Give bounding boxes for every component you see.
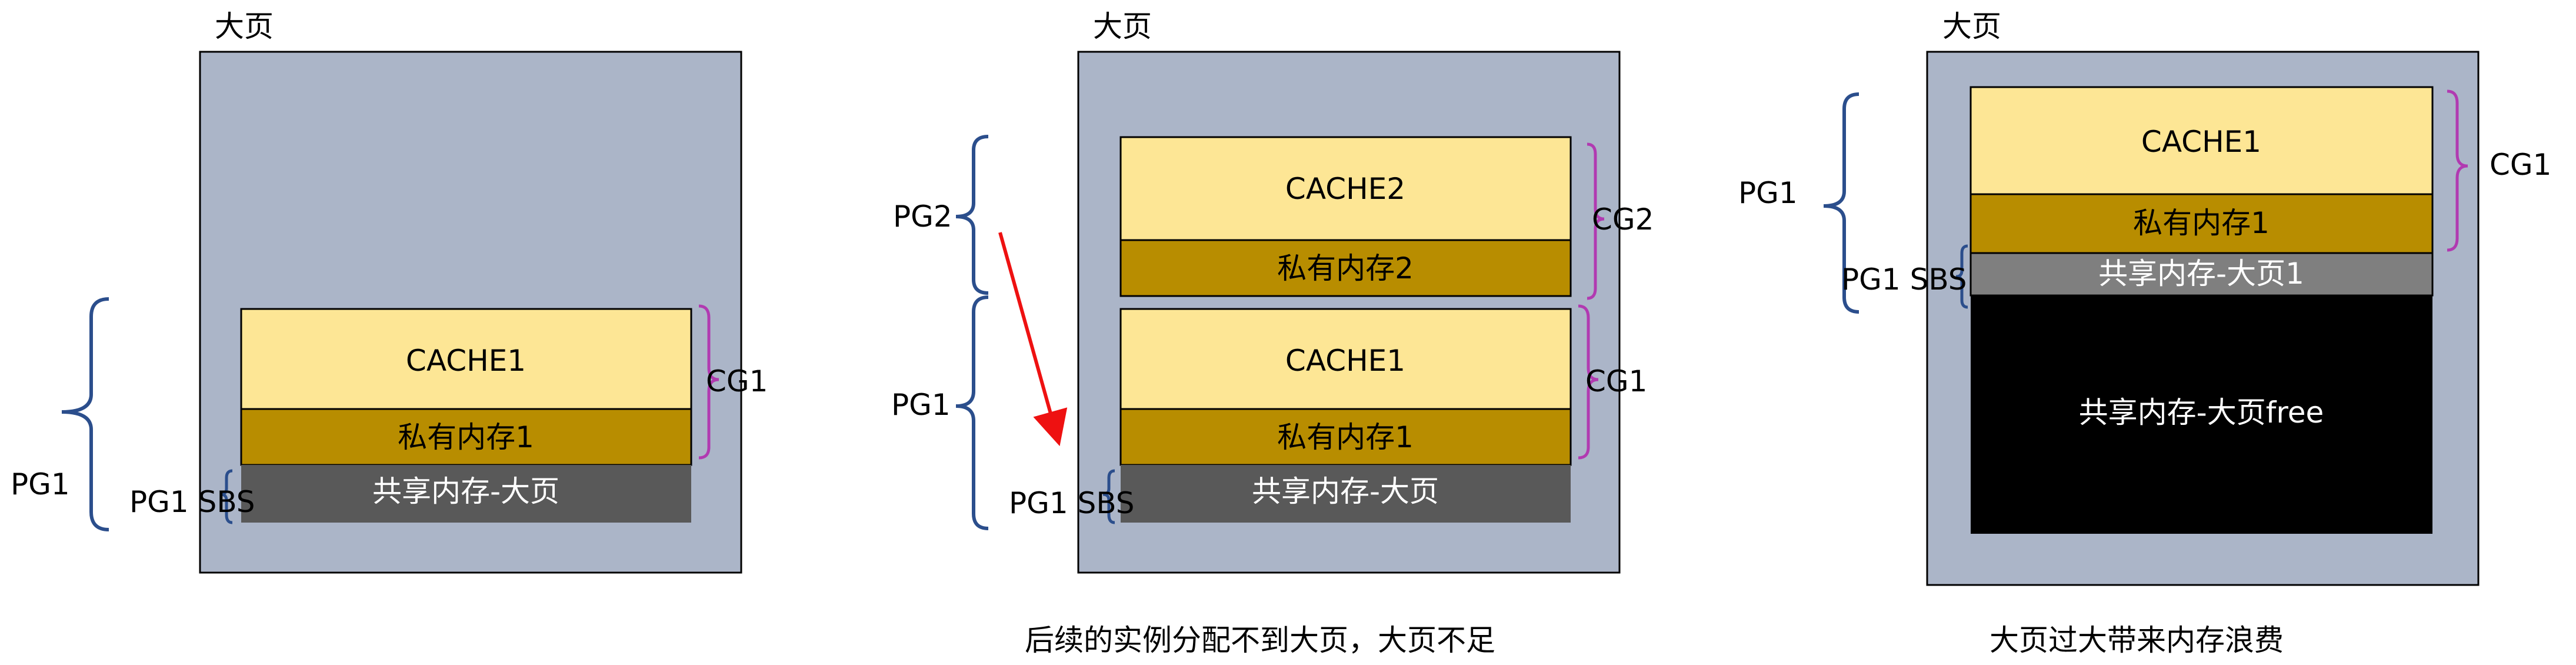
panel-2-caption: 后续的实例分配不到大页，大页不足 — [1025, 623, 1495, 657]
panel-3: 大页 CACHE1 私有内存1 共享内存-大页1 共享内存-大页free PG1… — [1738, 9, 2551, 657]
panel-1-cache1-label: CACHE1 — [406, 344, 526, 378]
panel-3-free-block — [1971, 295, 2432, 534]
panel-1-cache1-block — [240, 308, 692, 410]
panel-2-private1-label: 私有内存1 — [1277, 420, 1414, 454]
panel-3-private1-block — [1970, 193, 2434, 254]
panel-2-page-label: 大页 — [1093, 9, 1152, 44]
panel-1-private1-block — [240, 408, 692, 466]
panel-2-pg2-brace — [955, 135, 989, 295]
panel-3-cg1-label: CG1 — [2490, 148, 2551, 182]
panel-2-cg2-label: CG2 — [1592, 202, 1654, 237]
panel-3-sbs-label: PG1 SBS — [1841, 262, 1967, 297]
panel-2-shared-block — [1121, 465, 1571, 523]
panel-2-red-arrow — [998, 232, 1068, 447]
panel-3-cache1-label: CACHE1 — [2141, 125, 2261, 159]
panel-3-caption: 大页过大带来内存浪费 — [1990, 623, 2284, 657]
panel-1-pg1-label: PG1 — [11, 467, 70, 501]
panel-1: 大页 CACHE1 私有内存1 共享内存-大页 PG1 PG1 SBS CG1 — [11, 9, 768, 574]
panel-2: 大页 CACHE2 私有内存2 CACHE1 私有内存1 共享内存-大页 PG2… — [891, 9, 1654, 657]
panel-3-pg1-brace — [1823, 92, 1859, 314]
panel-1-private1-label: 私有内存1 — [398, 420, 534, 454]
panel-2-cache1-block — [1119, 308, 1572, 410]
panel-3-sbs-brace — [1955, 244, 1968, 309]
panel-2-sbs-brace — [1102, 469, 1115, 524]
panel-2-cache2-label: CACHE2 — [1285, 172, 1405, 206]
panel-2-cache2-block — [1119, 136, 1572, 241]
panel-3-private1-label: 私有内存1 — [2133, 206, 2270, 240]
panel-2-pg1-brace — [955, 295, 989, 530]
panel-1-sbs-brace — [220, 469, 233, 524]
panel-2-cg1-label: CG1 — [1585, 364, 1647, 398]
panel-2-cg2-brace — [1587, 142, 1605, 300]
panel-2-pg2-label: PG2 — [893, 200, 952, 234]
panel-3-page-label: 大页 — [1942, 9, 2001, 44]
panel-1-cg1-brace — [698, 304, 719, 460]
panel-1-cg1-label: CG1 — [706, 364, 768, 398]
panel-2-pg1-label: PG1 — [891, 388, 951, 422]
panel-2-private1-block — [1119, 408, 1572, 466]
panel-3-cg1-brace — [2447, 89, 2468, 252]
panel-1-page-label: 大页 — [215, 9, 274, 44]
panel-1-pg1-brace — [61, 297, 109, 531]
panel-2-private2-block — [1119, 239, 1572, 297]
panel-1-shared-block — [241, 465, 691, 523]
panel-1-sbs-label: PG1 SBS — [129, 485, 255, 519]
panel-2-cg1-brace — [1578, 304, 1599, 460]
panel-2-sbs-label: PG1 SBS — [1009, 486, 1135, 520]
panel-3-shared1-block — [1970, 252, 2434, 297]
panel-2-shared-label: 共享内存-大页 — [1252, 474, 1439, 508]
panel-3-shared1-label: 共享内存-大页1 — [2098, 257, 2304, 291]
panel-3-pg1-label: PG1 — [1738, 176, 1798, 210]
panel-1-shared-label: 共享内存-大页 — [372, 474, 559, 508]
panel-3-free-label: 共享内存-大页free — [2079, 395, 2324, 430]
panel-2-cache1-label: CACHE1 — [1285, 344, 1405, 378]
panel-3-cache1-block — [1970, 86, 2434, 195]
panel-2-private2-label: 私有内存2 — [1277, 251, 1414, 285]
